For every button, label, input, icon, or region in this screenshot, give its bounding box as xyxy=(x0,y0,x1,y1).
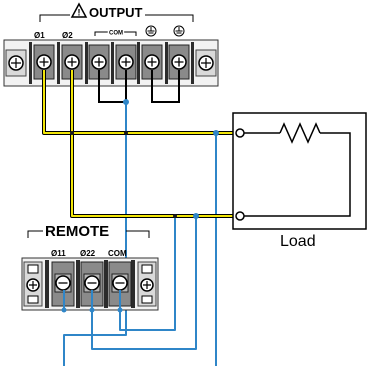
load: Load xyxy=(232,112,367,250)
ground-icon xyxy=(145,25,157,37)
mounting-screw-icon xyxy=(26,278,40,292)
mounting-screw-icon xyxy=(198,55,214,71)
output-header: ! OUTPUT Ø1 Ø2 COM xyxy=(34,2,194,40)
remote-terminal-label-1: Ø11 xyxy=(51,249,66,258)
mounting-screw-icon xyxy=(8,55,24,71)
output-terminal-ground-2 xyxy=(168,44,190,80)
output-title: OUTPUT xyxy=(89,5,143,20)
remote-sense-leads xyxy=(61,290,123,313)
remote-title: REMOTE xyxy=(45,223,109,240)
sense-wires xyxy=(63,102,217,366)
svg-text:!: ! xyxy=(78,8,81,18)
ground-icon xyxy=(173,25,185,37)
load-terminal-plus xyxy=(235,128,245,138)
output-terminal-block xyxy=(3,39,219,87)
output-terminal-label-1: Ø1 xyxy=(34,31,45,40)
com-jumper xyxy=(98,70,127,103)
resistor-icon xyxy=(279,122,321,144)
mounting-screw-icon xyxy=(140,278,154,292)
ground-jumper xyxy=(151,70,180,103)
output-terminal-2 xyxy=(61,44,83,80)
remote-terminal-block xyxy=(21,257,159,311)
load-label: Load xyxy=(280,233,316,250)
remote-terminal-label-3: COM xyxy=(108,249,127,258)
power-wires xyxy=(42,70,233,218)
output-terminal-label-2: Ø2 xyxy=(62,31,73,40)
output-terminal-com-2 xyxy=(115,44,137,80)
output-com-label: COM xyxy=(109,31,123,37)
junction-dots xyxy=(70,99,219,219)
remote-header: REMOTE Ø11 Ø22 COM xyxy=(27,223,150,258)
load-terminal-minus xyxy=(235,211,245,221)
warning-triangle-icon: ! xyxy=(70,2,88,18)
output-terminal-ground-1 xyxy=(141,44,163,80)
remote-terminal-label-2: Ø22 xyxy=(80,249,96,258)
remote-terminal-1 xyxy=(51,261,75,307)
